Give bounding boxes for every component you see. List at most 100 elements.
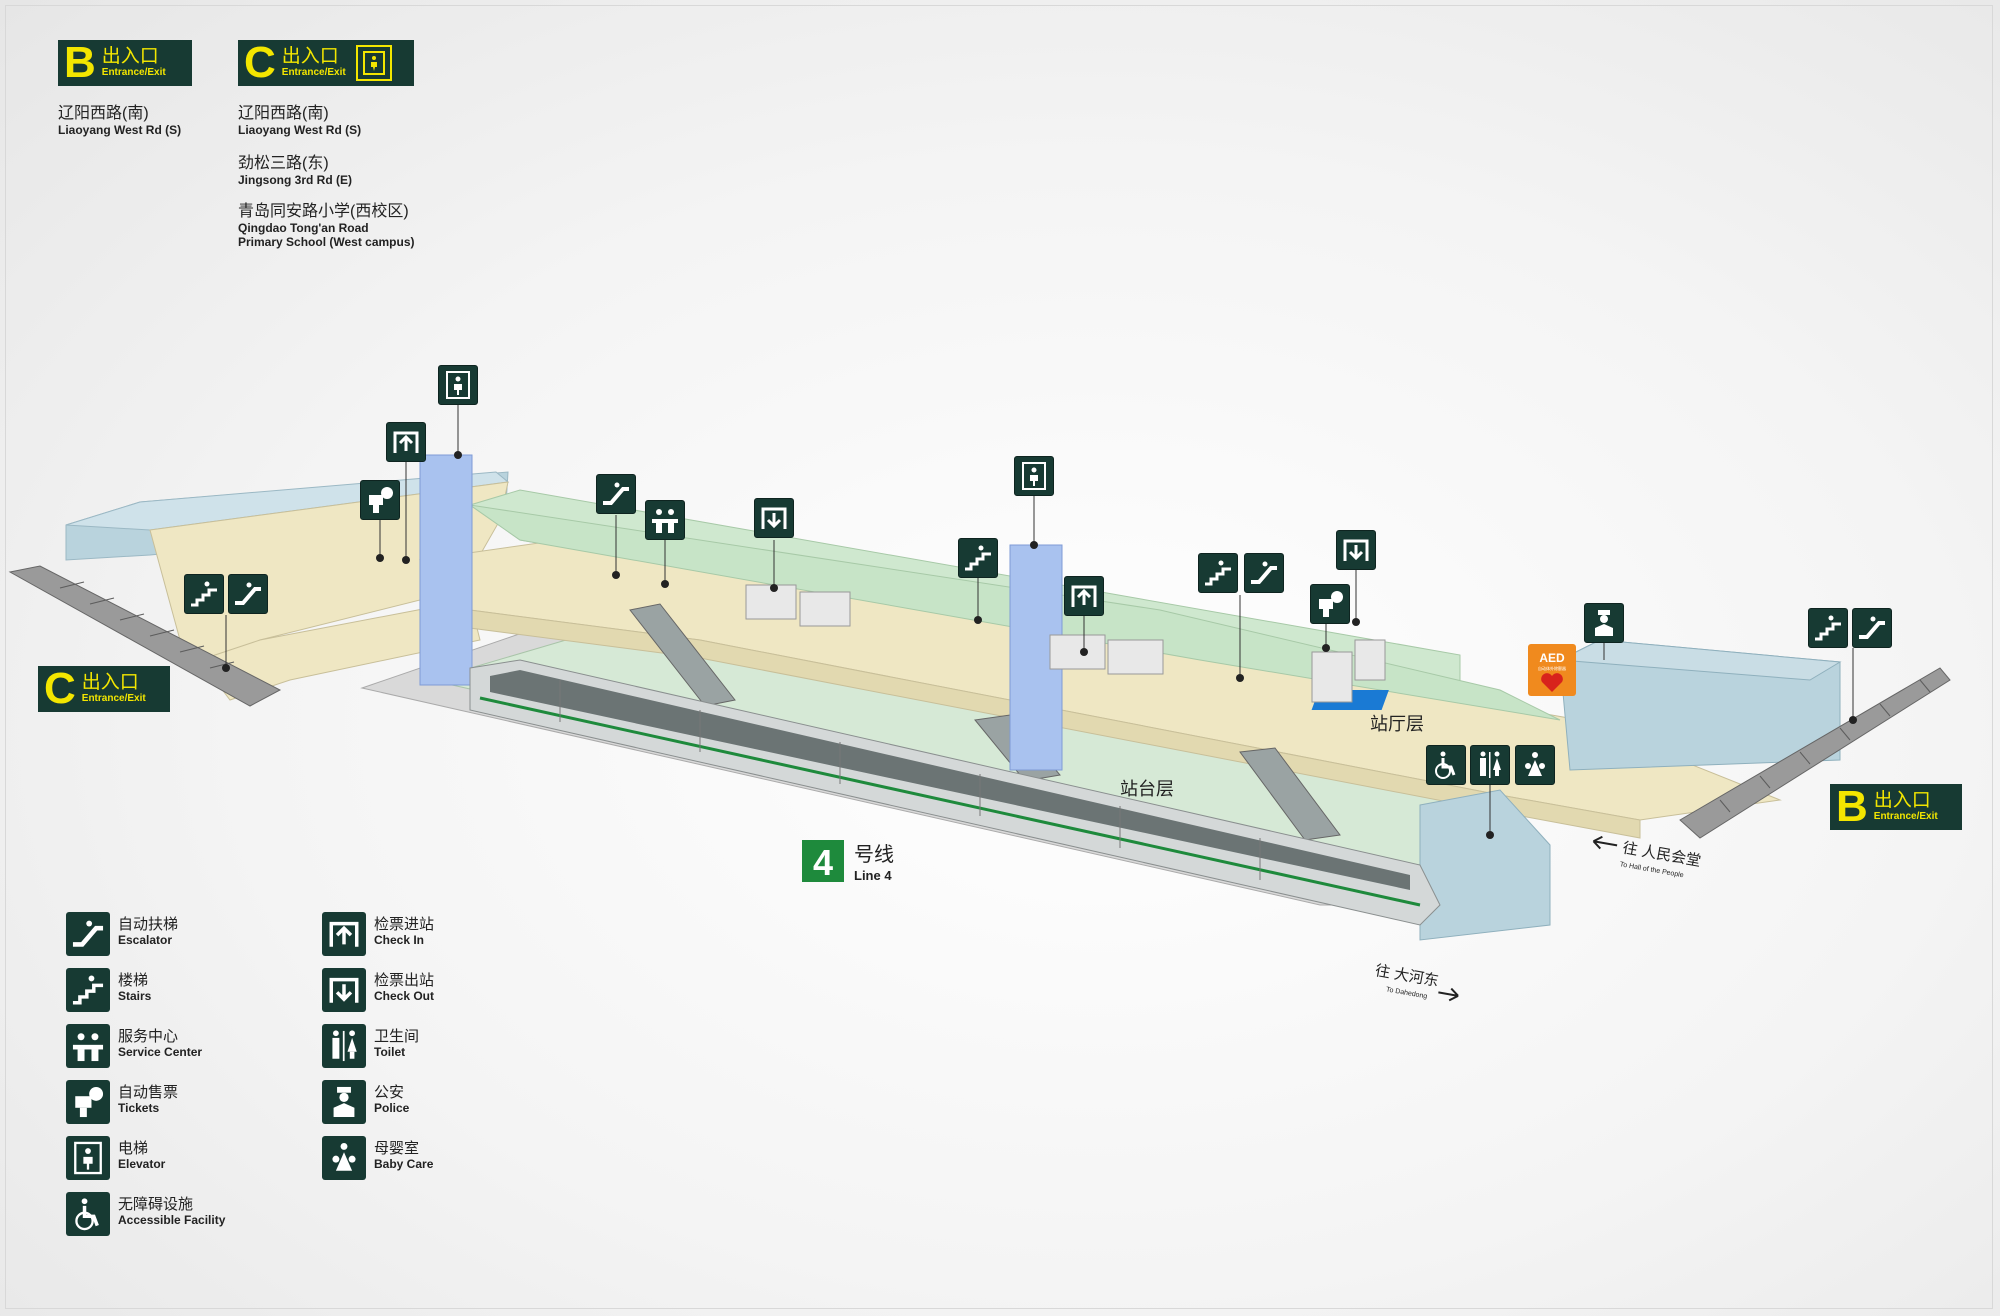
escalator-icon: [228, 574, 268, 614]
service-center-icon: [645, 500, 685, 540]
dest-cn: 辽阳西路(南): [238, 105, 329, 122]
baby-care-icon: [1515, 745, 1555, 785]
dest-en: Qingdao Tong'an Road: [238, 221, 369, 235]
legend-en: Service Center: [118, 1045, 203, 1059]
stair-b-right-steps: [1719, 679, 1931, 813]
legend-cn: 自动售票: [118, 1084, 179, 1101]
accessible-icon: [66, 1192, 110, 1236]
toilet-icon: [1470, 745, 1510, 785]
exit-en: Entrance/Exit: [281, 67, 346, 78]
ticket-icon: [360, 480, 400, 520]
legend-cn: 检票进站: [374, 916, 435, 933]
exit-letter: B: [1836, 782, 1868, 831]
dest-en-line2: Primary School (West campus): [238, 235, 415, 249]
line-badge: [802, 840, 844, 882]
aed-heart-icon: [1541, 673, 1563, 692]
destination-c-2: 劲松三路(东) Jingsong 3rd Rd (E): [238, 154, 352, 187]
destination-c-1: 辽阳西路(南) Liaoyang West Rd (S): [238, 104, 361, 137]
legend-cn: 母婴室: [374, 1140, 420, 1157]
check-out-icon: [754, 498, 794, 538]
legend-en: Escalator: [118, 933, 173, 947]
escalator-icon: [1852, 608, 1892, 648]
exit-cn: 出入口: [101, 46, 159, 67]
elevator-icon: [438, 365, 478, 405]
legend-en: Accessible Facility: [118, 1213, 226, 1227]
exit-b-top-sign: B 出入口 Entrance/Exit: [58, 40, 192, 86]
train-stripe: [479, 696, 1421, 907]
ticket-icon: [1310, 584, 1350, 624]
legend-cn: 公安: [374, 1084, 405, 1101]
aed-sub: 自动体外除颤器: [1538, 665, 1566, 671]
map-frame: [5, 5, 1993, 1309]
dest-cn: 劲松三路(东): [238, 155, 329, 172]
dir-east-en: To Dahedong: [1385, 986, 1427, 1000]
legend-cn: 检票出站: [374, 972, 435, 989]
exit-cn: 出入口: [1873, 790, 1931, 811]
stairs-icon: [1198, 553, 1238, 593]
dest-cn: 青岛同安路小学(西校区): [238, 203, 409, 220]
exit-letter: C: [44, 664, 76, 713]
escalator-icon: [66, 912, 110, 956]
concourse-label: 站厅层: [1370, 714, 1424, 734]
exit-letter: B: [64, 38, 96, 87]
exit-cn: 出入口: [81, 672, 139, 693]
exit-letter: C: [244, 38, 276, 87]
right-building-top: [1558, 639, 1842, 681]
line-number: 4: [813, 842, 833, 883]
legend-cn: 卫生间: [374, 1028, 420, 1045]
stair-c-left-steps: [59, 581, 235, 669]
destination-c-3: 青岛同安路小学(西校区) Qingdao Tong'an Road Primar…: [238, 202, 415, 249]
elevator-icon: [1014, 456, 1054, 496]
dest-en: Jingsong 3rd Rd (E): [238, 173, 352, 187]
escalator-icon: [1244, 553, 1284, 593]
train-window-band: [490, 670, 1410, 890]
stairs-icon: [66, 968, 110, 1012]
direction-west: 往 人民会堂 To Hall of the People: [1592, 835, 1702, 879]
check-out-icon: [1336, 530, 1376, 570]
legend-en: Toilet: [374, 1045, 406, 1059]
train-car-dividers: [559, 680, 1261, 880]
service-center-icon: [66, 1024, 110, 1068]
exit-en: Entrance/Exit: [1873, 811, 1938, 822]
destination-b-1: 辽阳西路(南) Liaoyang West Rd (S): [58, 104, 181, 137]
platform-label: 站台层: [1120, 779, 1174, 799]
direction-east: 往 大河东 To Dahedong: [1374, 962, 1459, 1002]
dir-east-cn: 往 大河东: [1374, 962, 1440, 990]
legend-en: Tickets: [118, 1101, 160, 1115]
exit-c-left-sign: C 出入口 Entrance/Exit: [38, 666, 170, 712]
exit-en: Entrance/Exit: [81, 693, 146, 704]
escalator-3: [1239, 747, 1341, 841]
legend-en: Stairs: [118, 989, 152, 1003]
legend-en: Check Out: [374, 989, 435, 1003]
check-out-icon: [322, 968, 366, 1012]
legend-cn: 无障碍设施: [118, 1196, 194, 1213]
exit-cn: 出入口: [281, 46, 339, 67]
legend-cn: 自动扶梯: [118, 916, 179, 933]
legend-cn: 服务中心: [118, 1028, 179, 1045]
escalator-icon: [596, 474, 636, 514]
check-in-icon: [322, 912, 366, 956]
toilet-icon: [322, 1024, 366, 1068]
exit-en: Entrance/Exit: [101, 67, 166, 78]
dest-en: Liaoyang West Rd (S): [58, 123, 182, 137]
dest-cn: 辽阳西路(南): [58, 105, 149, 122]
legend-en: Baby Care: [374, 1157, 434, 1171]
police-icon: [1584, 603, 1624, 643]
fare-gates: [745, 584, 1386, 703]
ticket-icon: [66, 1080, 110, 1124]
legend-en: Check In: [374, 933, 425, 947]
dest-en: Liaoyang West Rd (S): [238, 123, 362, 137]
aed-label: AED: [1539, 651, 1565, 665]
legend-cn: 电梯: [118, 1140, 149, 1157]
stair-c-left: [8, 565, 282, 707]
elevator-icon: [355, 45, 392, 81]
